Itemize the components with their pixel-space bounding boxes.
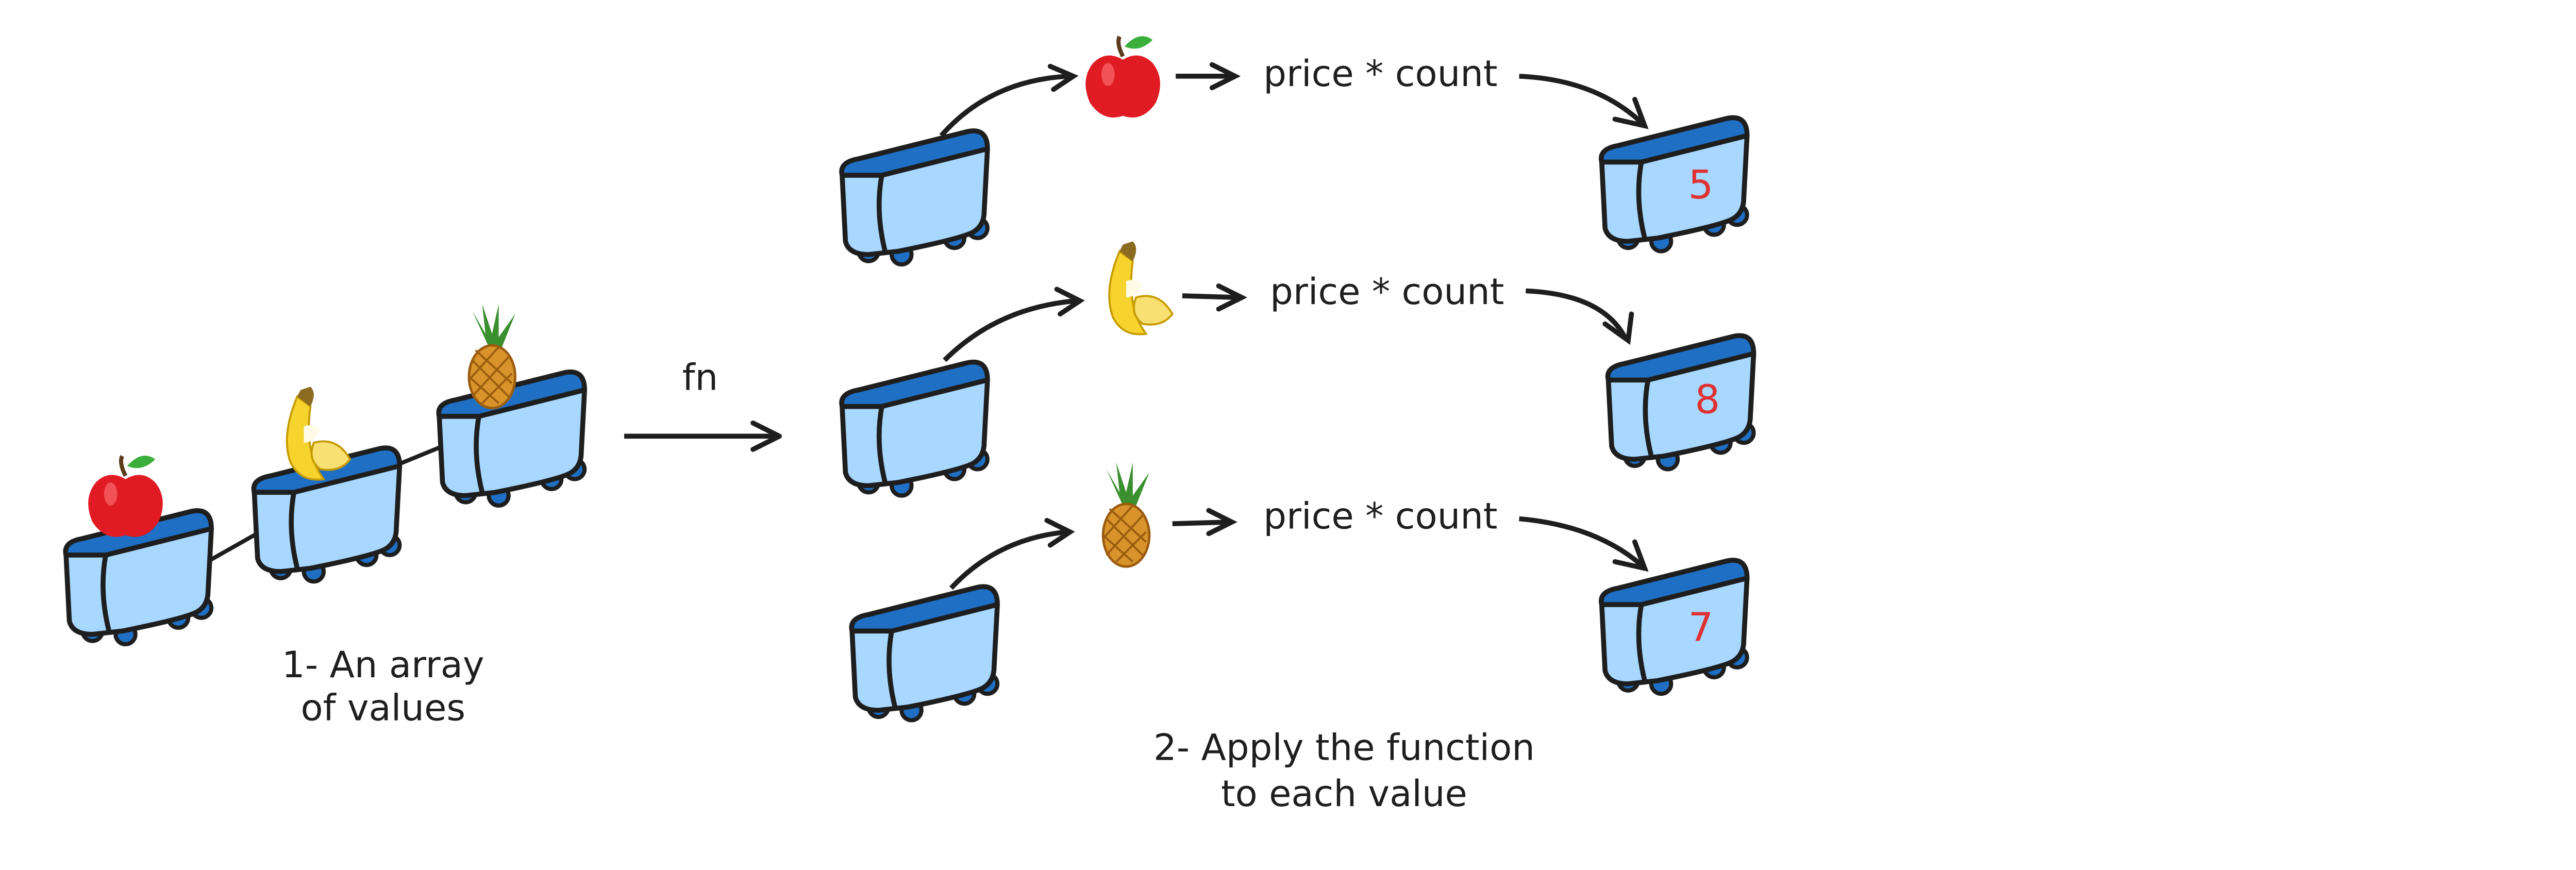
row-2-formula: price * count [1270,271,1504,313]
arrow-label: fn [682,357,718,399]
caption-left-line-2: of values [301,687,466,729]
row-3-pineapple-icon [1103,463,1149,567]
row-1-result-cart [1601,118,1747,251]
caption-left-line-1: 1- An array [282,644,484,686]
row-1-result: 5 [1688,162,1714,208]
row-2-banana-icon [1108,240,1174,336]
row-3-cart [851,587,997,720]
row-1-cart [842,131,988,264]
row-1-formula: price * count [1263,53,1497,95]
caption-right-line-2: to each value [1221,773,1467,815]
row-3-result-cart [1601,560,1747,694]
apple-icon [88,456,163,537]
banana-icon [286,386,352,481]
row-3-formula: price * count [1263,495,1497,538]
row-2-result: 8 [1695,377,1720,423]
row-3-result: 7 [1688,605,1714,651]
pineapple-icon [469,304,515,408]
row-2-result-cart [1608,336,1754,469]
caption-right-line-1: 2- Apply the function [1153,726,1535,768]
row-1-apple-icon [1085,36,1160,118]
row-2-cart [842,362,988,495]
